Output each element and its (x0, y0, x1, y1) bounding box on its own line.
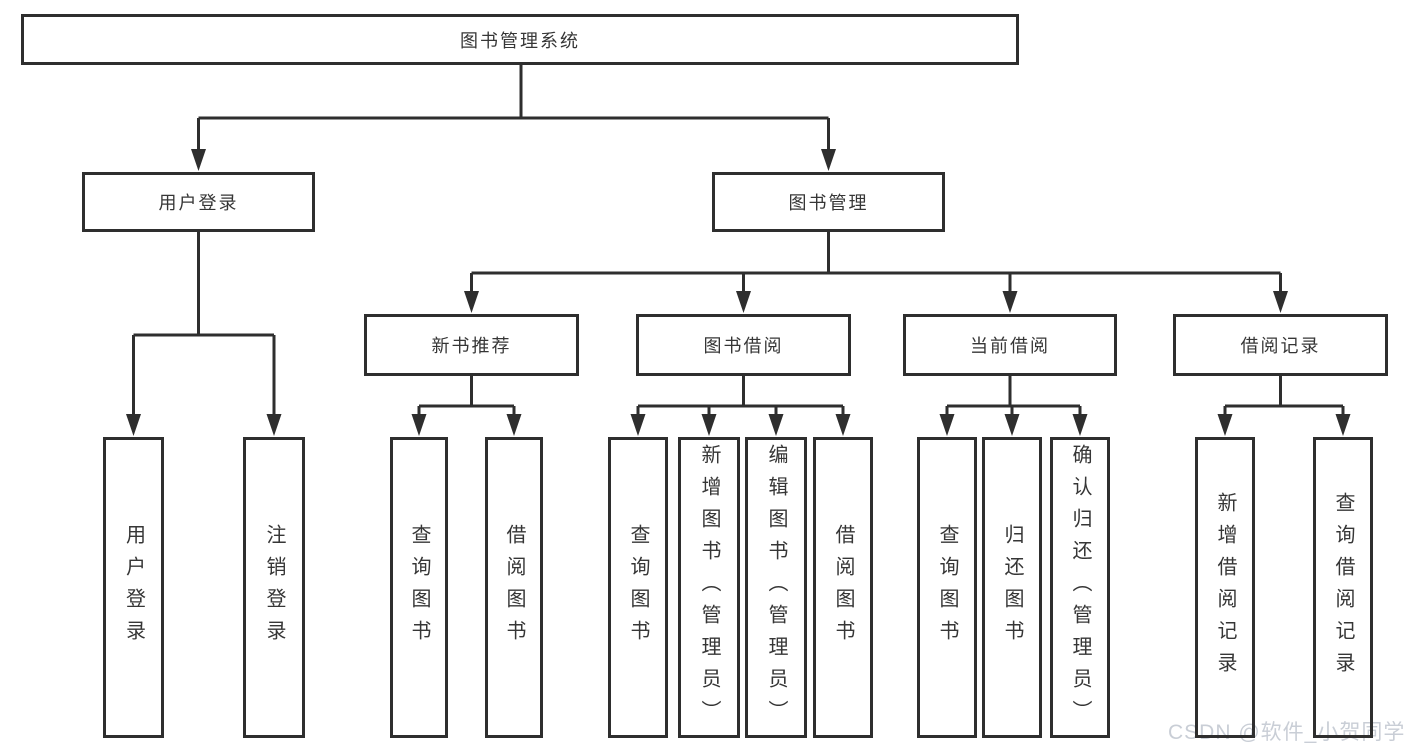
node-label: 确认归还（管理员） (1069, 443, 1091, 732)
leaf-confirm-return-admin: 确认归还（管理员） (1050, 437, 1110, 738)
node-label: 图书管理系统 (460, 30, 580, 51)
leaf-query-books-current: 查询图书 (917, 437, 977, 738)
leaf-query-borrow-record: 查询借阅记录 (1313, 437, 1373, 738)
node-label: 归还图书 (1001, 523, 1023, 652)
node-book-borrow: 图书借阅 (636, 314, 851, 376)
leaf-user-login: 用户登录 (103, 437, 164, 738)
leaf-query-books-recommend: 查询图书 (390, 437, 448, 738)
node-root: 图书管理系统 (21, 14, 1019, 65)
node-current-borrow: 当前借阅 (903, 314, 1117, 376)
node-label: 用户登录 (122, 523, 145, 652)
node-label: 图书借阅 (703, 336, 784, 356)
node-label: 查询图书 (936, 523, 958, 652)
node-label: 新书推荐 (431, 336, 512, 356)
csdn-watermark: CSDN @软件_小贺同学 (1168, 721, 1405, 744)
node-label: 新增图书（管理员） (698, 443, 720, 732)
node-label: 查询图书 (408, 523, 430, 652)
node-label: 查询图书 (627, 523, 649, 652)
node-label: 当前借阅 (970, 336, 1050, 356)
node-label: 编辑图书（管理员） (765, 443, 787, 732)
arrowhead-icons (126, 149, 1351, 436)
node-label: 用户登录 (158, 193, 239, 213)
node-label: 查询借阅记录 (1332, 491, 1354, 684)
connector-lines-path (132, 65, 1345, 416)
node-label: 借阅记录 (1240, 336, 1321, 356)
node-label: 新增借阅记录 (1214, 491, 1236, 684)
leaf-query-books-borrow: 查询图书 (608, 437, 668, 738)
node-label: 注销登录 (263, 523, 285, 652)
node-new-book-recommend: 新书推荐 (364, 314, 579, 376)
leaf-add-book-admin: 新增图书（管理员） (678, 437, 740, 738)
leaf-borrow-books-recommend: 借阅图书 (485, 437, 543, 738)
node-borrow-records: 借阅记录 (1173, 314, 1388, 376)
node-label: 借阅图书 (832, 523, 854, 652)
node-label: 图书管理 (788, 193, 869, 213)
node-book-management: 图书管理 (712, 172, 945, 232)
leaf-return-book: 归还图书 (982, 437, 1042, 738)
leaf-logout: 注销登录 (243, 437, 305, 738)
leaf-add-borrow-record: 新增借阅记录 (1195, 437, 1255, 738)
leaf-borrow-books-borrow: 借阅图书 (813, 437, 873, 738)
node-user-login: 用户登录 (82, 172, 315, 232)
node-label: 借阅图书 (503, 523, 525, 652)
leaf-edit-book-admin: 编辑图书（管理员） (745, 437, 807, 738)
